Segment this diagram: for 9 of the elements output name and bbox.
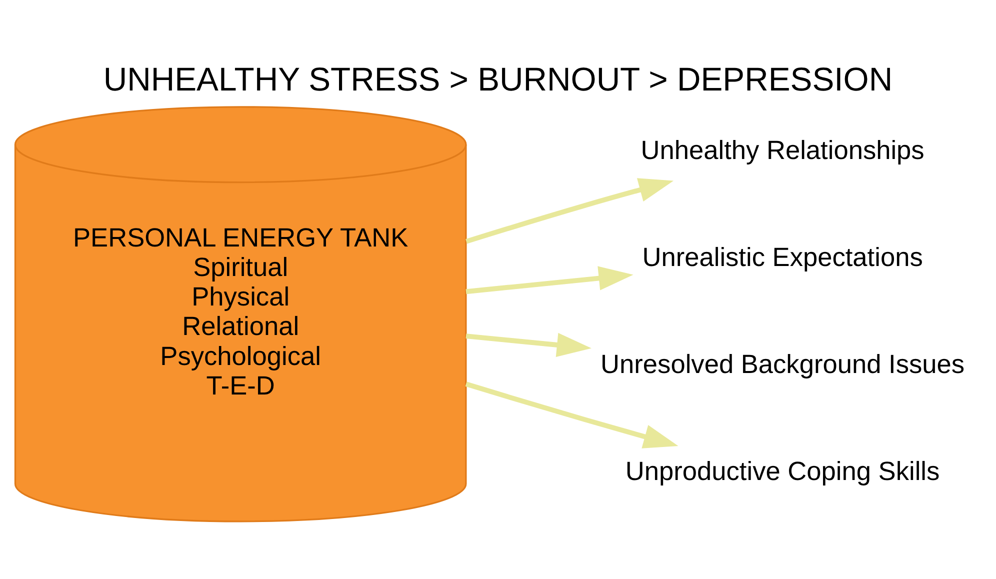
- node-text: Unresolved Background Issues: [600, 349, 965, 380]
- arrow: [465, 382, 678, 448]
- diagram-title: UNHEALTHY STRESS > BURNOUT > DEPRESSION: [103, 60, 893, 98]
- node-text: Unhealthy Relationships: [640, 135, 924, 166]
- node-text: Unrealistic Expectations: [642, 242, 923, 272]
- arrow: [466, 178, 674, 244]
- arrow: [466, 266, 634, 294]
- node-text: Unproductive Coping Skills: [625, 456, 940, 486]
- arrow: [466, 332, 592, 357]
